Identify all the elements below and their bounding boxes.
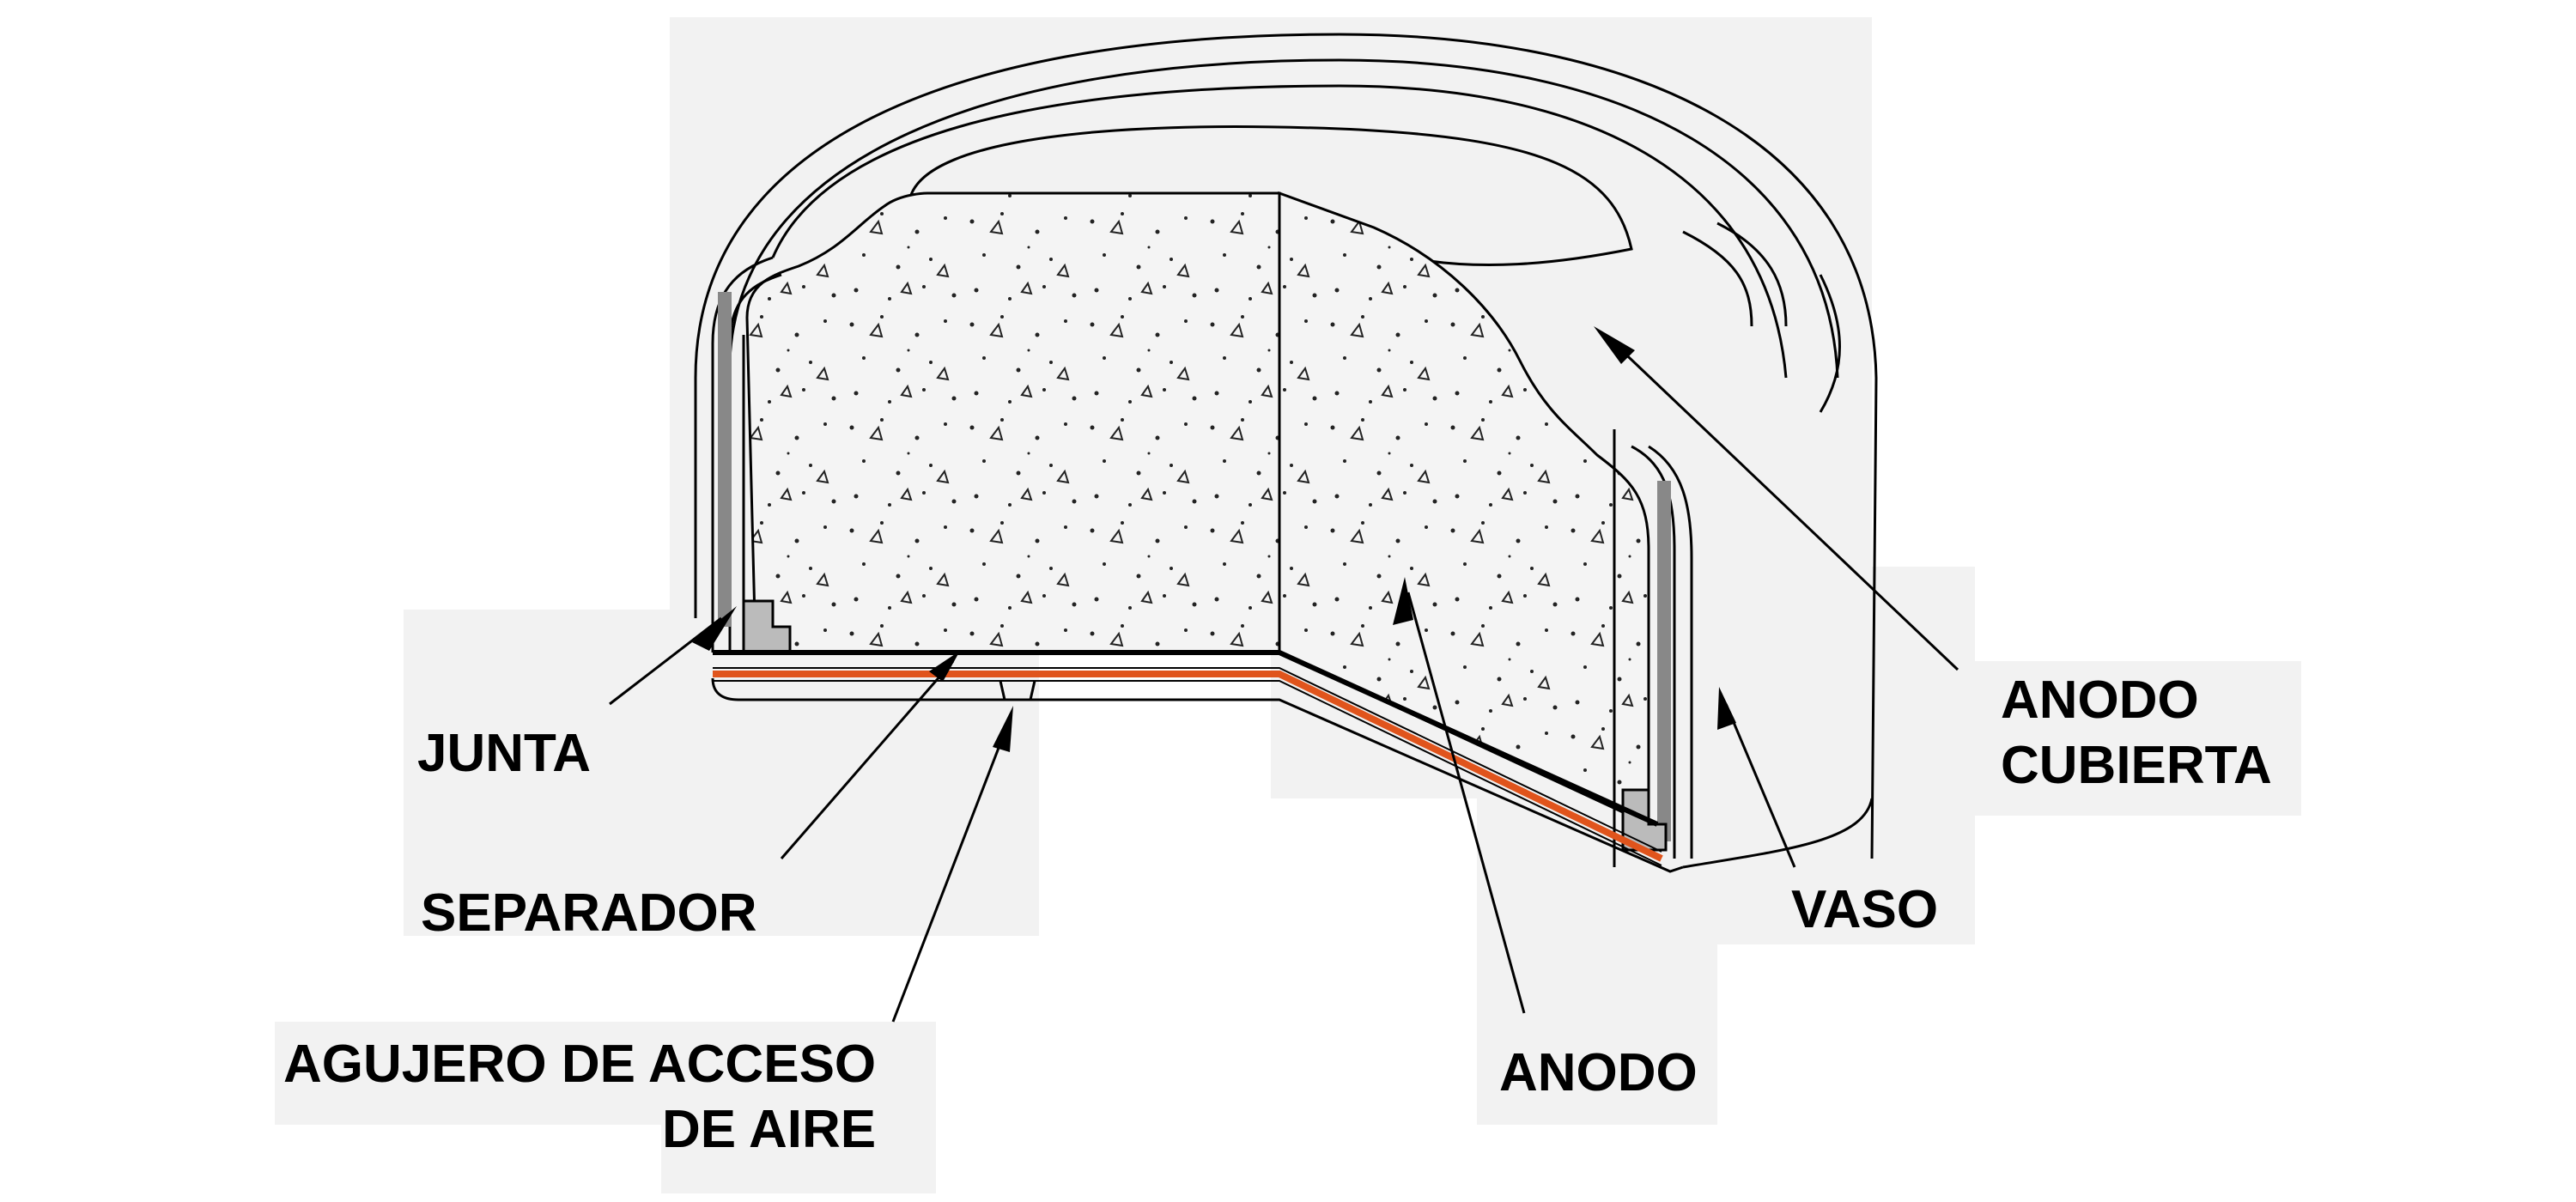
- leader-cubierta: [1613, 342, 1959, 671]
- leader-anodo: [1406, 592, 1526, 1014]
- panel-cubierta: [1966, 661, 2301, 816]
- rim-swirl-2: [1716, 222, 1788, 327]
- anode-front-face: [745, 191, 1281, 654]
- arrow-separador: [929, 651, 960, 682]
- label-anodo: ANODO: [1499, 1043, 1698, 1102]
- arrowheads: [692, 326, 1736, 752]
- label-agujero: AGUJERO DE ACCESO DE AIRE: [283, 1032, 876, 1163]
- rim-swirl-1: [1682, 230, 1753, 327]
- left-gasket-hatch: [718, 292, 732, 627]
- anode-angled-face: [1278, 191, 1650, 827]
- panel-vaso: [1657, 567, 1975, 944]
- air-hole-notch: [999, 680, 1036, 701]
- cathode-line-top: [713, 667, 1662, 853]
- bottom-layers: [711, 650, 1684, 873]
- rim-swirl-3: [1819, 274, 1841, 413]
- right-gasket-hatch: [1657, 481, 1671, 841]
- panel-left-column: [404, 610, 1039, 936]
- can-top-rim-inner: [728, 58, 1839, 379]
- label-agujero-line1: AGUJERO DE ACCESO: [283, 1035, 877, 1094]
- leader-lines: [609, 342, 1959, 1023]
- leader-vaso: [1724, 703, 1796, 868]
- label-separador: SEPARADOR: [421, 883, 757, 943]
- separator-line: [713, 650, 1659, 827]
- cathode-line-bottom: [713, 680, 1662, 866]
- label-junta: JUNTA: [417, 724, 592, 783]
- cathode-line-orange: [713, 671, 1663, 862]
- can-bottom-curve: [1682, 798, 1874, 869]
- label-vaso: VASO: [1791, 880, 1939, 939]
- can-top-rim-inner-2: [771, 84, 1788, 379]
- can-top-rim: [694, 33, 1878, 859]
- arrow-cubierta: [1594, 326, 1635, 364]
- leader-junta: [609, 616, 722, 706]
- label-anodo-cubierta: ANODO CUBIERTA: [2001, 668, 2272, 798]
- label-anodo-cubierta-line1: ANODO: [2001, 671, 2199, 730]
- arrow-junta: [692, 606, 737, 651]
- arrow-agujero: [993, 706, 1013, 752]
- panel-air-hole-2: [661, 1108, 936, 1193]
- leader-separador: [780, 660, 955, 859]
- arrow-anodo: [1393, 577, 1413, 625]
- label-anodo-cubierta-line2: CUBIERTA: [2001, 736, 2272, 795]
- arrow-vaso: [1717, 687, 1736, 730]
- can-bottom-edge: [711, 677, 1684, 873]
- label-agujero-line2: DE AIRE: [661, 1100, 877, 1159]
- leader-agujero: [891, 720, 1011, 1023]
